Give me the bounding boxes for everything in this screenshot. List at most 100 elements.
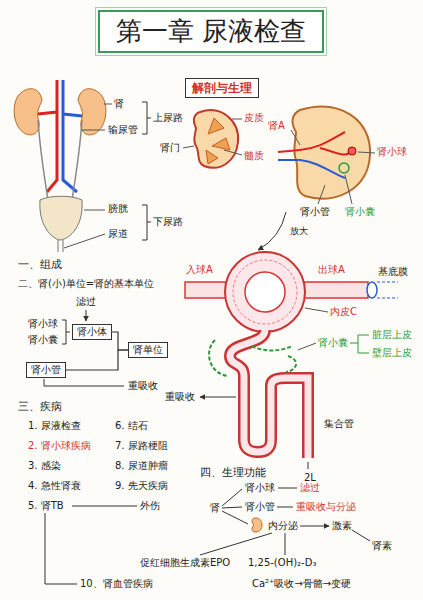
renal-vein bbox=[278, 160, 345, 178]
kidney-icon bbox=[252, 518, 262, 532]
label-text: 9. 先天疾病 bbox=[115, 480, 168, 492]
label-text: 重吸收与分泌 bbox=[296, 501, 356, 513]
label-text: 一、组成 bbox=[18, 258, 62, 271]
label-text: 10、肾血管疾病 bbox=[80, 578, 153, 590]
label-text: 放大 bbox=[290, 226, 308, 237]
capsule-inner bbox=[233, 260, 297, 324]
bladder bbox=[40, 196, 82, 240]
label-text: 肾门 bbox=[160, 142, 180, 154]
label-text: 肾小球 bbox=[377, 146, 407, 158]
label-text: 上尿路 bbox=[153, 112, 183, 124]
kidney bbox=[14, 89, 42, 135]
bracket bbox=[142, 102, 151, 240]
medulla-pyramid bbox=[206, 118, 230, 164]
box-text: 肾小体 bbox=[77, 326, 107, 337]
label-text: 重吸收 bbox=[165, 391, 195, 403]
label-text: 壁层上皮 bbox=[372, 347, 412, 359]
leader-line bbox=[291, 130, 375, 204]
filter-arrow bbox=[86, 310, 87, 321]
capillary-network bbox=[209, 340, 296, 376]
kidney-cortex bbox=[194, 110, 238, 168]
label-text: 肾 bbox=[114, 98, 124, 110]
label-text: 四、生理功能 bbox=[200, 466, 266, 479]
urethra bbox=[58, 240, 63, 252]
label-text: 肾小囊 bbox=[345, 206, 375, 218]
label-text: 肾小球 bbox=[28, 318, 58, 330]
bracket bbox=[62, 320, 70, 344]
afferent-arteriole bbox=[185, 282, 230, 298]
term-box: 肾小体 bbox=[72, 324, 112, 340]
label-text: 膀胱 bbox=[108, 203, 128, 215]
label-text: 4. 急性肾衰 bbox=[28, 480, 81, 492]
label-text: 肾小管 bbox=[300, 206, 330, 218]
label-text: 集合管 bbox=[324, 418, 354, 430]
label-text: 内分泌 bbox=[268, 520, 298, 532]
label-text: 激素 bbox=[332, 520, 352, 532]
bracket bbox=[350, 335, 369, 353]
label-text: 6. 结石 bbox=[115, 420, 148, 432]
renal-artery bbox=[278, 132, 350, 155]
label-text: Ca²⁺吸收→骨骼→变硬 bbox=[252, 578, 351, 590]
label-text: 肾A bbox=[268, 120, 285, 132]
label-text: 1,25-(OH)₂-D₃ bbox=[248, 557, 316, 569]
label-text: 3. 感染 bbox=[28, 460, 61, 472]
urine-arrow bbox=[308, 462, 309, 469]
title-box: 第一章 尿液检查 bbox=[98, 10, 324, 53]
label-text: 2. 肾小球疾病 bbox=[28, 440, 91, 452]
label-text: 肾小囊 bbox=[318, 337, 348, 349]
capsule-icon bbox=[339, 163, 349, 173]
label-text: 7. 尿路梗阻 bbox=[115, 440, 168, 452]
label-text: 基底膜 bbox=[378, 266, 408, 278]
label-text: 肾小管 bbox=[245, 501, 275, 513]
bowman-capsule bbox=[225, 252, 305, 332]
glomerulus-icon bbox=[348, 147, 356, 155]
bracket bbox=[45, 506, 137, 584]
reabsorb-arrow bbox=[200, 397, 236, 398]
tubule-lumen bbox=[230, 330, 308, 458]
nephron bbox=[185, 252, 398, 469]
connector bbox=[112, 332, 128, 350]
box-text: 肾小管 bbox=[31, 364, 61, 375]
kidney-enlarged bbox=[258, 107, 375, 250]
kidney-section bbox=[183, 110, 242, 168]
label-text: 三、疾病 bbox=[18, 400, 62, 413]
label-text: 滤过 bbox=[300, 482, 320, 494]
efferent-arteriole bbox=[300, 282, 368, 298]
box-text: 解剖与生理 bbox=[192, 81, 252, 95]
label-text: 内皮C bbox=[330, 306, 357, 318]
leader-line bbox=[183, 119, 242, 155]
label-text: 出球A bbox=[318, 264, 345, 276]
label-text: 8. 尿道肿瘤 bbox=[115, 460, 168, 472]
term-box: 肾单位 bbox=[128, 342, 168, 358]
zoom-arrow bbox=[258, 212, 286, 250]
label-text: 肾素 bbox=[372, 540, 392, 552]
urinary-system bbox=[14, 80, 151, 252]
kidney bbox=[78, 89, 106, 135]
branch-line bbox=[200, 488, 370, 555]
vessel-dashes bbox=[377, 282, 398, 298]
label-text: 促红细胞生成素EPO bbox=[140, 557, 230, 569]
label-text: 肾 bbox=[210, 502, 220, 514]
label-text: 重吸收 bbox=[128, 380, 158, 392]
label-text: 1. 尿液检查 bbox=[28, 420, 81, 432]
tubule-wall bbox=[230, 330, 308, 458]
ureter bbox=[38, 120, 82, 200]
label-text: 二、肾(小)单位=肾的基本单位 bbox=[18, 278, 154, 290]
glomerulus bbox=[245, 272, 285, 312]
vessel-end bbox=[367, 282, 377, 298]
label-text: 下尿路 bbox=[153, 216, 183, 228]
section-heading-box: 解剖与生理 bbox=[185, 78, 259, 98]
label-text: 髓质 bbox=[244, 150, 264, 162]
label-text: 肾小球 bbox=[245, 482, 275, 494]
label-text: 5. 肾TB bbox=[28, 500, 64, 512]
label-text: 输尿管 bbox=[108, 124, 138, 136]
leader-line bbox=[64, 104, 112, 248]
label-text: 脏层上皮 bbox=[372, 329, 412, 341]
label-text: 入球A bbox=[186, 264, 213, 276]
arrow bbox=[300, 526, 329, 527]
function-scheme bbox=[45, 488, 370, 584]
label-text: 尿道 bbox=[108, 228, 128, 240]
box-text: 肾单位 bbox=[133, 344, 163, 355]
label-text: 肾小囊 bbox=[28, 334, 58, 346]
kidney bbox=[293, 107, 371, 199]
